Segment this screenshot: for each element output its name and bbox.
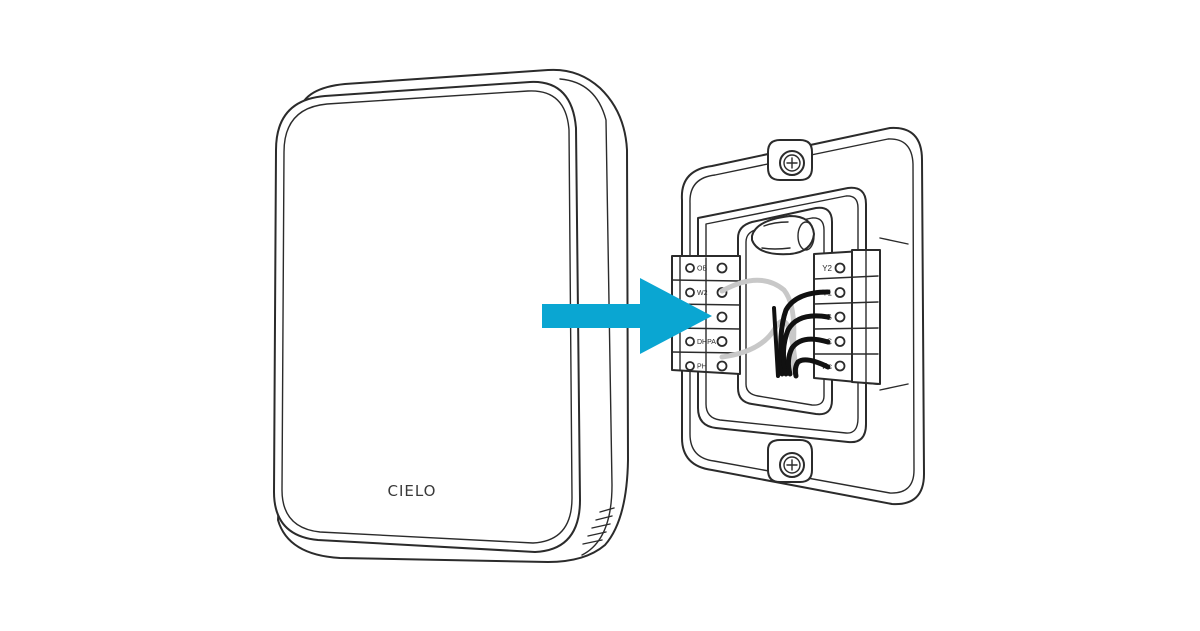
terminal-screw bbox=[685, 361, 695, 371]
terminal-screw bbox=[716, 311, 728, 323]
terminal-screw bbox=[834, 287, 846, 298]
wire-dark-rc bbox=[792, 357, 831, 379]
wire-bundle bbox=[719, 277, 831, 379]
left-terminal-label: OB bbox=[697, 266, 707, 273]
terminal-screw bbox=[685, 336, 695, 347]
left-terminal-label: W2 bbox=[697, 290, 708, 297]
wire-dark-y1 bbox=[778, 289, 831, 377]
left-terminal-label: PH bbox=[697, 364, 707, 371]
terminal-screw bbox=[685, 287, 695, 298]
right-terminal: Y2 bbox=[822, 262, 846, 274]
terminal-screw bbox=[834, 360, 846, 372]
terminal-screw bbox=[716, 336, 728, 347]
right-terminal-label: Y2 bbox=[822, 264, 832, 273]
left-terminal-label: DHPA bbox=[697, 339, 716, 346]
terminal-screw bbox=[716, 360, 728, 372]
wall-plate-rim bbox=[689, 138, 915, 494]
terminal-screw bbox=[834, 311, 846, 323]
left-terminal: OB bbox=[685, 262, 728, 274]
terminal-screw bbox=[716, 262, 728, 274]
terminal-screw bbox=[834, 336, 846, 347]
bottom-screw-mount bbox=[767, 439, 813, 483]
screw-icon bbox=[783, 154, 801, 172]
top-screw-mount bbox=[767, 139, 813, 181]
thermostat-device: CIELO bbox=[273, 68, 629, 563]
brand-logo: CIELO bbox=[387, 482, 436, 500]
terminal-screw bbox=[834, 262, 846, 274]
left-terminal: DHPA bbox=[685, 336, 728, 347]
arrow-right-icon bbox=[542, 278, 712, 354]
wire-dark-g bbox=[780, 313, 831, 377]
left-terminal: PH bbox=[685, 360, 728, 372]
terminal-screw bbox=[685, 263, 695, 273]
device-vent-slots bbox=[582, 507, 615, 545]
screw-icon bbox=[783, 456, 801, 474]
device-front-bezel bbox=[281, 90, 573, 544]
device-side-edge bbox=[559, 78, 613, 556]
wire-dark-c bbox=[785, 336, 831, 377]
